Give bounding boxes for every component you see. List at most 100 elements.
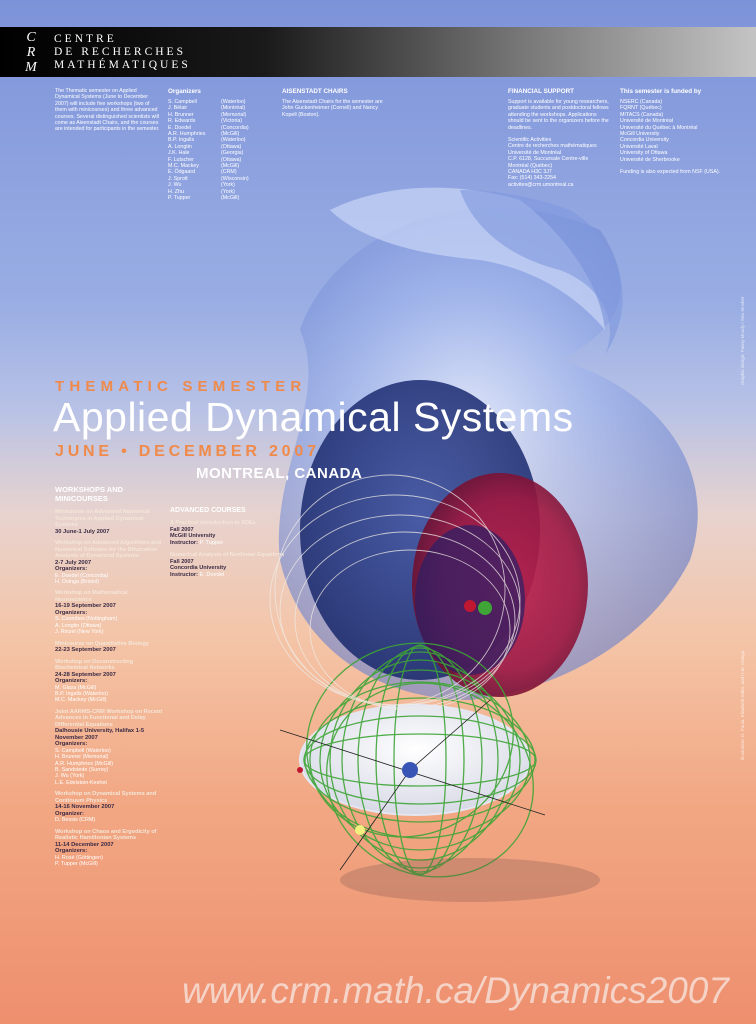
course-detail-label: Concordia University: [170, 565, 227, 571]
funding-line: NSERC (Canada): [620, 99, 663, 105]
course-detail-label: Fall 2007: [170, 558, 194, 565]
course-detail-line: Concordia University: [170, 565, 290, 572]
course-detail-label: Instructor:: [170, 571, 200, 578]
organizer-name: S. Campbell: [168, 99, 197, 105]
crm-name-line: CENTRE: [54, 33, 117, 45]
organizer-name: E. Ödgaard: [168, 169, 196, 176]
course-detail-value: E. Doedel: [199, 571, 225, 578]
organizer-affiliation: (Ottawa): [221, 156, 242, 163]
funding-line: MITACS (Canada): [620, 111, 664, 118]
organizer-name: H. Brunner: [168, 111, 194, 118]
workshop-organizer-line: H. Osinga (Bristol): [55, 578, 100, 585]
crm-logo-letter: R: [26, 45, 36, 60]
workshop-organizer-line: H. Rosé (Göttingen): [55, 854, 103, 861]
website-url[interactable]: www.crm.math.ca/Dynamics2007: [182, 970, 729, 1011]
workshop-organizer-line: H. Brunner (Memorial): [55, 754, 109, 761]
workshop-date: 11-14 December 2007: [55, 841, 114, 848]
equilibrium-point-red: [464, 600, 476, 612]
equilibrium-point-blue: [402, 762, 418, 778]
workshop-organizer-line: Organizers:: [55, 848, 88, 855]
workshop-organizer-line: S. Campbell (Waterloo): [55, 747, 111, 754]
organizer-name: P. Tupper: [168, 195, 191, 202]
aisenstadt-heading: AISENSTADT CHAIRS: [282, 88, 348, 95]
course-detail-label: Instructor:: [170, 539, 200, 546]
workshop-date: 2-7 July 2007: [55, 559, 92, 566]
workshop-date: 14-16 November 2007: [55, 804, 115, 811]
organizer-affiliation: (Georgia): [221, 150, 244, 157]
organizer-affiliation: (McGill): [221, 195, 240, 202]
workshop-date: 16-19 September 2007: [55, 603, 116, 610]
crm-logo-letter: C: [26, 30, 36, 45]
organizer-affiliation: (Wisconsin): [221, 175, 249, 182]
workshop-organizer-line: Organizer:: [55, 810, 84, 817]
contact-line: activites@crm.umontreal.ca: [508, 181, 574, 188]
workshop-organizer-line: S. Coombes (Nottingham): [55, 616, 118, 623]
crm-logo: C R M: [20, 30, 42, 75]
organizer-name: A.R. Humphries: [168, 131, 206, 138]
manifold-fold-edge: [460, 190, 623, 355]
workshop-organizer-line: L.E. Edelstein-Keshet: [55, 779, 107, 786]
contact-line: Montréal (Québec): [508, 162, 553, 169]
white-bowl-surface: [299, 704, 531, 816]
workshop-item: Workshop on Advanced Algorithms and Nume…: [55, 540, 165, 585]
illustration-shadow: [340, 858, 600, 902]
design-credit: Graphic design: Fanny Moudy / Alex Moshe…: [740, 296, 745, 385]
organizer-affiliation: (Waterloo): [221, 137, 246, 144]
organizer-affiliation: (Montréal): [221, 105, 246, 112]
crm-name-line: MATHÉMATIQUES: [54, 59, 191, 71]
organizer-affiliation: (McGill): [221, 163, 240, 170]
workshops-list: Minicourse on Advanced Numerical Techniq…: [55, 509, 165, 867]
semester-dates: JUNE • DECEMBER 2007: [55, 443, 320, 460]
workshop-organizer-line: A.R. Humphries (McGill): [55, 760, 114, 767]
workshop-item: Workshop on Chaos and Ergodicity of Real…: [55, 829, 165, 868]
organizer-affiliation: (Ottawa): [221, 143, 242, 150]
workshops-section: WORKSHOPS AND MINICOURSES Minicourse on …: [55, 485, 165, 872]
workshop-item: Workshop on Deconstructing Biochemical N…: [55, 659, 165, 704]
organizer-affiliation: (Victoria): [221, 118, 243, 125]
organizer-affiliation: (McGill): [221, 131, 240, 138]
organizer-name: B.P. Ingalls: [168, 137, 195, 144]
organizer-name: J.K. Hale: [168, 150, 190, 157]
course-detail-line: Instructor: P. Tupper: [170, 540, 290, 547]
workshop-title: Joint AARMS-CRM Workshop on Recent Advan…: [55, 708, 163, 728]
workshop-item: Minicourse on Advanced Numerical Techniq…: [55, 509, 165, 535]
course-detail-label: McGill University: [170, 533, 216, 539]
funding-line: Université de Sherbrooke: [620, 156, 680, 163]
workshop-title: Workshop on Chaos and Ergodicity of Real…: [55, 828, 157, 842]
workshop-organizer-line: A. Longtin (Ottawa): [55, 622, 102, 629]
course-title: Numerical Analysis of Nonlinear Equation…: [170, 552, 285, 558]
illustration-credit: Illustration: D. Paula, Elisabeth Kühn, …: [740, 650, 745, 760]
crm-header-bar: [0, 27, 756, 77]
financial-text: Support is available for young researche…: [508, 99, 609, 131]
organizers-section: Organizers S. Campbell(Waterloo)J. Bélai…: [168, 88, 278, 202]
organizer-name: H. Zhu: [168, 188, 184, 195]
organizer-affiliation: (York): [221, 188, 235, 195]
workshops-heading: WORKSHOPS AND MINICOURSES: [55, 485, 124, 503]
poster-title: Applied Dynamical Systems: [53, 394, 574, 440]
workshop-organizer-line: Organizers:: [55, 678, 88, 685]
organizer-name: J. Wu: [168, 182, 182, 189]
contact-line: C.P. 6128, Succursale Centre-ville: [508, 156, 589, 163]
course-detail-line: Fall 2007: [170, 559, 290, 566]
workshop-item: Workshop on Dynamical Systems and Contin…: [55, 791, 165, 823]
equilibrium-point-yellow: [355, 825, 365, 835]
workshop-organizer-line: J. Rinzel (New York): [55, 629, 104, 636]
course-detail-line: McGill University: [170, 533, 290, 540]
crm-name-line: DE RECHERCHES: [54, 46, 186, 58]
workshop-date: 22-23 September 2007: [55, 647, 116, 654]
workshop-organizer-line: B. Sandstede (Surrey): [55, 766, 109, 773]
workshop-organizer-line: M.C. Mackey (McGill): [55, 697, 107, 704]
financial-support-section: FINANCIAL SUPPORT Support is available f…: [508, 88, 612, 188]
organizer-affiliation: (York): [221, 182, 235, 189]
workshop-title: Workshop on Dynamical Systems and Contin…: [55, 791, 157, 804]
organizer-name: R. Edwards: [168, 118, 196, 125]
funding-line: Université de Montréal: [620, 118, 673, 125]
course-detail-line: Fall 2007: [170, 527, 290, 534]
contact-line: CANADA H3C 3J7: [508, 169, 552, 176]
funding-line: FQRNT (Québec): [620, 105, 662, 112]
